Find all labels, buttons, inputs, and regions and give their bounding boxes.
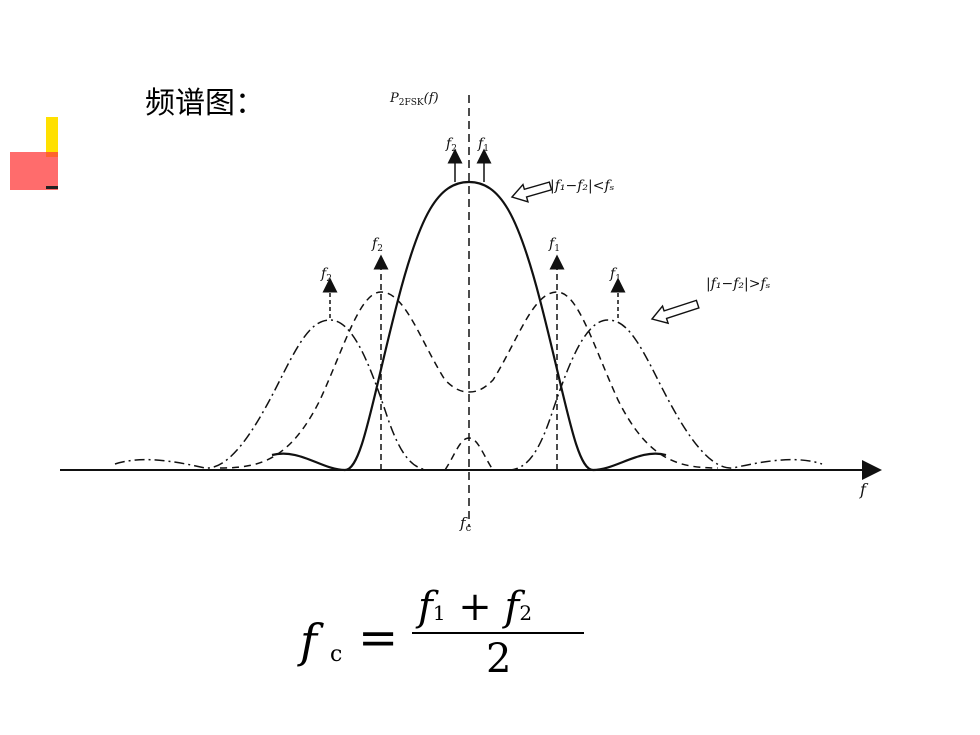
right-dashed-lobe xyxy=(468,291,719,469)
formula-lhs: f xyxy=(300,614,318,668)
annotation-greater: |f₁−f₂|>fₛ xyxy=(706,276,771,292)
left-dashdot-lobe xyxy=(114,319,431,471)
formula-denominator: 2 xyxy=(486,636,512,682)
label-f1-inner: f1 xyxy=(548,236,560,254)
annotation-arrow-lower xyxy=(650,299,700,325)
formula-equals: = xyxy=(358,610,399,666)
slide-title: 频谱图： xyxy=(145,86,265,121)
label-f1-center: f1 xyxy=(477,136,489,154)
center-frequency-formula: f c = f1 + f2 2 xyxy=(300,584,620,694)
label-f2-inner: f2 xyxy=(371,236,383,254)
num-f2-sub: 2 xyxy=(519,601,533,625)
left-dashed-lobe xyxy=(219,291,470,469)
num-plus: + xyxy=(458,584,492,630)
num-f1: f xyxy=(418,584,433,630)
y-axis-label: P2FSK(f) xyxy=(389,91,439,108)
right-dashdot-lobe xyxy=(507,319,823,471)
label-f2-center: f2 xyxy=(445,136,457,154)
annotation-arrow-upper xyxy=(510,181,553,203)
title-dash xyxy=(46,186,60,189)
center-dashed-sidelobe xyxy=(444,437,494,471)
label-f2-outer: f2 xyxy=(320,266,332,284)
num-f1-sub: 1 xyxy=(432,601,446,625)
center-label: fc xyxy=(459,514,472,534)
main-lobe-curve xyxy=(271,180,667,472)
x-axis-label: f xyxy=(859,480,869,499)
fraction-bar xyxy=(412,632,584,634)
num-f2: f xyxy=(504,584,520,630)
figure-panel xyxy=(58,90,876,528)
annotation-less: |f₁−f₂|<fₛ xyxy=(550,178,615,194)
formula-lhs-sub: c xyxy=(330,642,343,667)
label-f1-outer: f1 xyxy=(609,266,621,284)
formula-numerator: f1 + f2 xyxy=(418,584,532,630)
